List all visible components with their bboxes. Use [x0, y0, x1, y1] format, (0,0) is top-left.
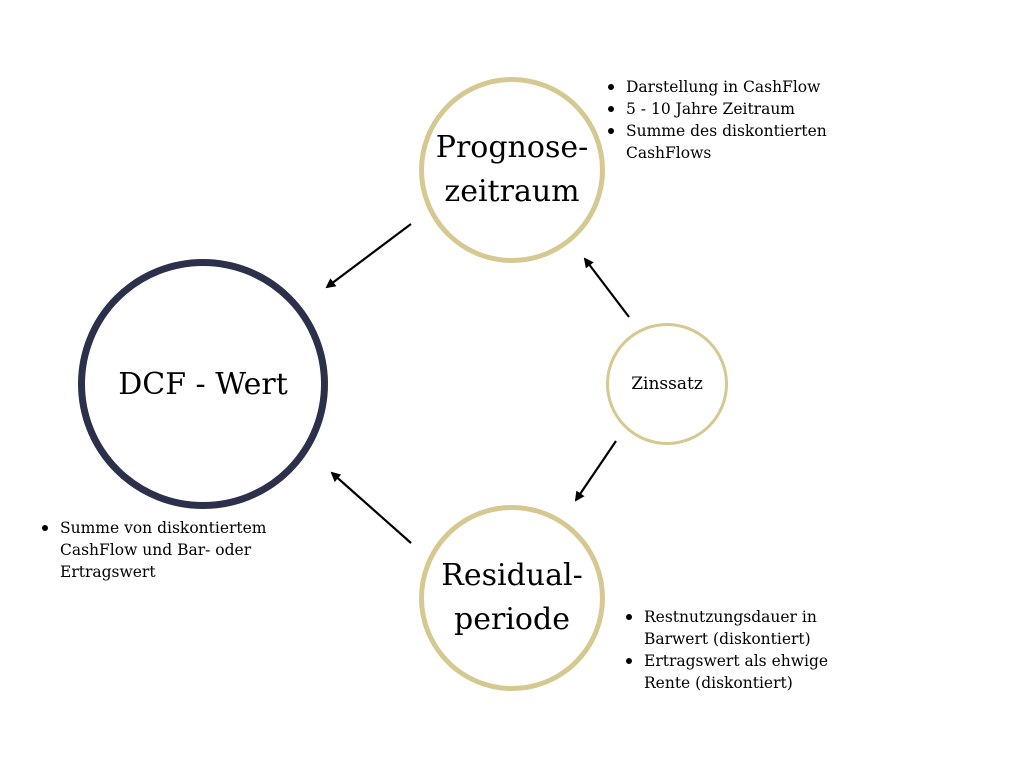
list-item: 5 - 10 Jahre Zeitraum [606, 98, 846, 120]
list-item: Darstellung in CashFlow [606, 76, 846, 98]
list-item: Restnutzungsdauer in Barwert (diskontier… [624, 606, 834, 650]
list-item: Summe von diskontiertem CashFlow und Bar… [40, 517, 290, 583]
zinssatz-label: Zinssatz [631, 374, 703, 394]
prognosezeitraum-node: Prognose- zeitraum [419, 77, 605, 263]
arrow-zinssatz-to-residual [574, 440, 617, 502]
dcf-wert-node: DCF - Wert [78, 259, 328, 509]
prognose-notes-list: Darstellung in CashFlow 5 - 10 Jahre Zei… [606, 76, 846, 164]
prognose-label-line2: zeitraum [444, 174, 580, 209]
arrow-prognose-to-dcf [325, 223, 412, 289]
prognose-label-line1: Prognose- [435, 130, 589, 165]
arrow-residual-to-dcf [330, 471, 412, 544]
list-item: Ertragswert als ehwige Rente (diskontier… [624, 650, 834, 694]
list-item: Summe des diskontierten CashFlows [606, 120, 846, 164]
residual-label-line1: Residual- [441, 558, 583, 593]
dcf-wert-label: DCF - Wert [118, 366, 288, 402]
residualperiode-node: Residual- periode [419, 505, 605, 691]
residual-notes-list: Restnutzungsdauer in Barwert (diskontier… [624, 606, 834, 694]
zinssatz-node: Zinssatz [606, 323, 728, 445]
arrow-zinssatz-to-prognose [583, 257, 630, 318]
dcf-notes-list: Summe von diskontiertem CashFlow und Bar… [40, 517, 290, 583]
residual-label-line2: periode [454, 602, 570, 637]
